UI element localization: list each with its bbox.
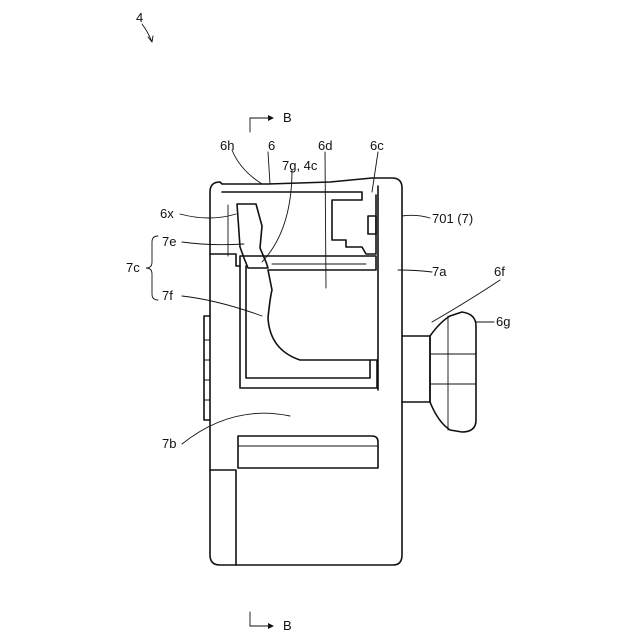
figure-number: 4	[136, 10, 143, 25]
label-6x: 6x	[160, 206, 174, 221]
cavity-7e-7f	[240, 256, 377, 388]
inner-cavity-lip	[246, 266, 370, 378]
leader-6	[268, 152, 270, 184]
leader-7e	[182, 242, 244, 245]
label-6: 6	[268, 138, 275, 153]
leader-6h	[232, 150, 262, 184]
leader-701	[402, 215, 430, 218]
nut-6g	[430, 312, 476, 432]
label-7f: 7f	[162, 288, 173, 303]
label-6g: 6g	[496, 314, 510, 329]
section-label-b-top: B	[283, 110, 292, 125]
label-7e: 7e	[162, 234, 176, 249]
lower-base-divider	[210, 470, 236, 565]
shaft-6f	[402, 336, 430, 402]
left-side-boss	[204, 316, 210, 420]
upper-member-6h	[222, 192, 376, 254]
section-label-b-bottom: B	[283, 618, 292, 633]
label-6c: 6c	[370, 138, 384, 153]
section-marker-bottom	[250, 612, 274, 629]
leader-7f	[182, 296, 262, 316]
lower-slot-7b	[238, 436, 378, 468]
leader-7a	[398, 270, 432, 272]
leader-7b	[182, 413, 290, 444]
figure-number-arrow	[142, 24, 153, 42]
label-6f: 6f	[494, 264, 505, 279]
pawl-6x	[237, 204, 268, 268]
label-7c: 7c	[126, 260, 140, 275]
leader-6d	[325, 152, 326, 288]
label-6h: 6h	[220, 138, 234, 153]
leader-6c	[372, 152, 378, 192]
label-7b: 7b	[162, 436, 176, 451]
left-step-block	[210, 254, 240, 266]
side-tab-6c	[368, 216, 376, 234]
left-side-boss-ticks	[204, 340, 210, 400]
label-7g-4c: 7g, 4c	[282, 158, 318, 173]
nut-6g-flat-2	[430, 354, 476, 384]
section-marker-top	[250, 115, 274, 132]
label-701-7: 701 (7)	[432, 211, 473, 226]
bracket-7c	[146, 236, 158, 300]
label-7a: 7a	[432, 264, 447, 279]
label-6d: 6d	[318, 138, 332, 153]
leader-6f	[432, 280, 500, 322]
